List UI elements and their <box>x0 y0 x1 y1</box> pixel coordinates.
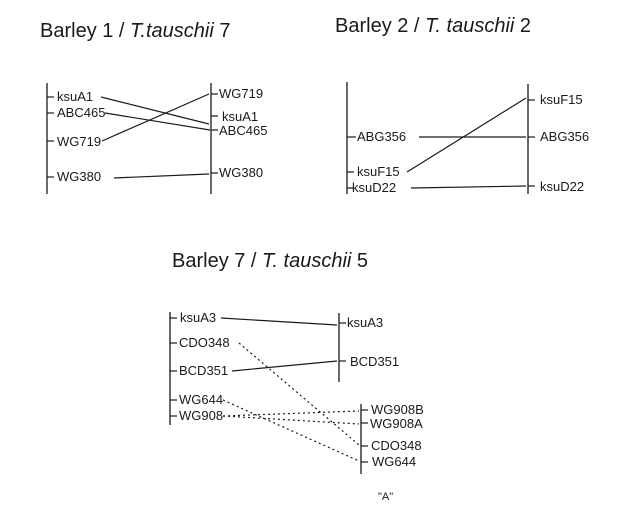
marker-label: ksuD22 <box>352 180 396 195</box>
panel-title: Barley 1 / T.tauschii 7 <box>40 20 230 42</box>
marker-label: WG719 <box>57 134 101 149</box>
marker-label: ABC465 <box>219 123 267 138</box>
marker-label: CDO348 <box>179 335 230 350</box>
marker-label: ksuF15 <box>357 164 400 179</box>
panel-barley1: Barley 1 / T.tauschii 7 ksuA1 ABC465 WG7… <box>40 20 267 194</box>
marker-label: WG380 <box>219 165 263 180</box>
marker-label: ksuA3 <box>180 310 216 325</box>
homolog-link <box>220 317 338 326</box>
marker-label: ksuA1 <box>222 109 258 124</box>
marker-label: WG908B <box>371 402 424 417</box>
marker-label: BCD351 <box>350 354 399 369</box>
marker-label: WG380 <box>57 169 101 184</box>
marker-label: WG644 <box>372 454 416 469</box>
homolog-link <box>406 97 527 173</box>
title-species: T.tauschii <box>130 20 214 42</box>
marker-label: ABG356 <box>540 129 589 144</box>
marker-label: WG644 <box>179 392 223 407</box>
panel-title: Barley 2 / T. tauschii 2 <box>335 15 531 37</box>
footer-mark: "A" <box>378 491 393 503</box>
title-species: T. tauschii <box>262 250 352 272</box>
marker-label: ABC465 <box>57 105 105 120</box>
marker-label: ksuD22 <box>540 179 584 194</box>
homolog-link <box>410 185 527 189</box>
marker-label: ABG356 <box>357 129 406 144</box>
dotted-homolog-link <box>222 410 360 417</box>
title-prefix: Barley 2 / <box>335 15 425 37</box>
marker-label: ksuF15 <box>540 92 583 107</box>
homolog-link <box>104 112 211 131</box>
title-suffix: 5 <box>351 250 368 272</box>
title-species: T. tauschii <box>425 15 515 37</box>
title-suffix: 2 <box>514 15 531 37</box>
dotted-homolog-link <box>222 399 360 462</box>
homolog-link <box>101 93 210 142</box>
dotted-homolog-link <box>222 415 360 425</box>
marker-label: WG719 <box>219 86 263 101</box>
title-suffix: 7 <box>214 20 231 42</box>
marker-label: WG908 <box>179 408 223 423</box>
panel-title: Barley 7 / T. tauschii 5 <box>172 250 368 272</box>
marker-label: CDO348 <box>371 438 422 453</box>
homolog-link <box>113 173 210 179</box>
marker-label: ksuA1 <box>57 89 93 104</box>
homolog-link <box>231 360 338 372</box>
panel-barley2: Barley 2 / T. tauschii 2 ABG356 ksuF15 k… <box>335 15 589 195</box>
title-prefix: Barley 7 / <box>172 250 262 272</box>
marker-label: WG908A <box>370 416 423 431</box>
title-prefix: Barley 1 / <box>40 20 130 42</box>
marker-label: ksuA3 <box>347 315 383 330</box>
homolog-link <box>100 96 210 125</box>
panel-barley7: Barley 7 / T. tauschii 5 ksuA3 CDO348 BC… <box>169 250 424 474</box>
marker-label: BCD351 <box>179 363 228 378</box>
dotted-homolog-link <box>238 342 360 446</box>
